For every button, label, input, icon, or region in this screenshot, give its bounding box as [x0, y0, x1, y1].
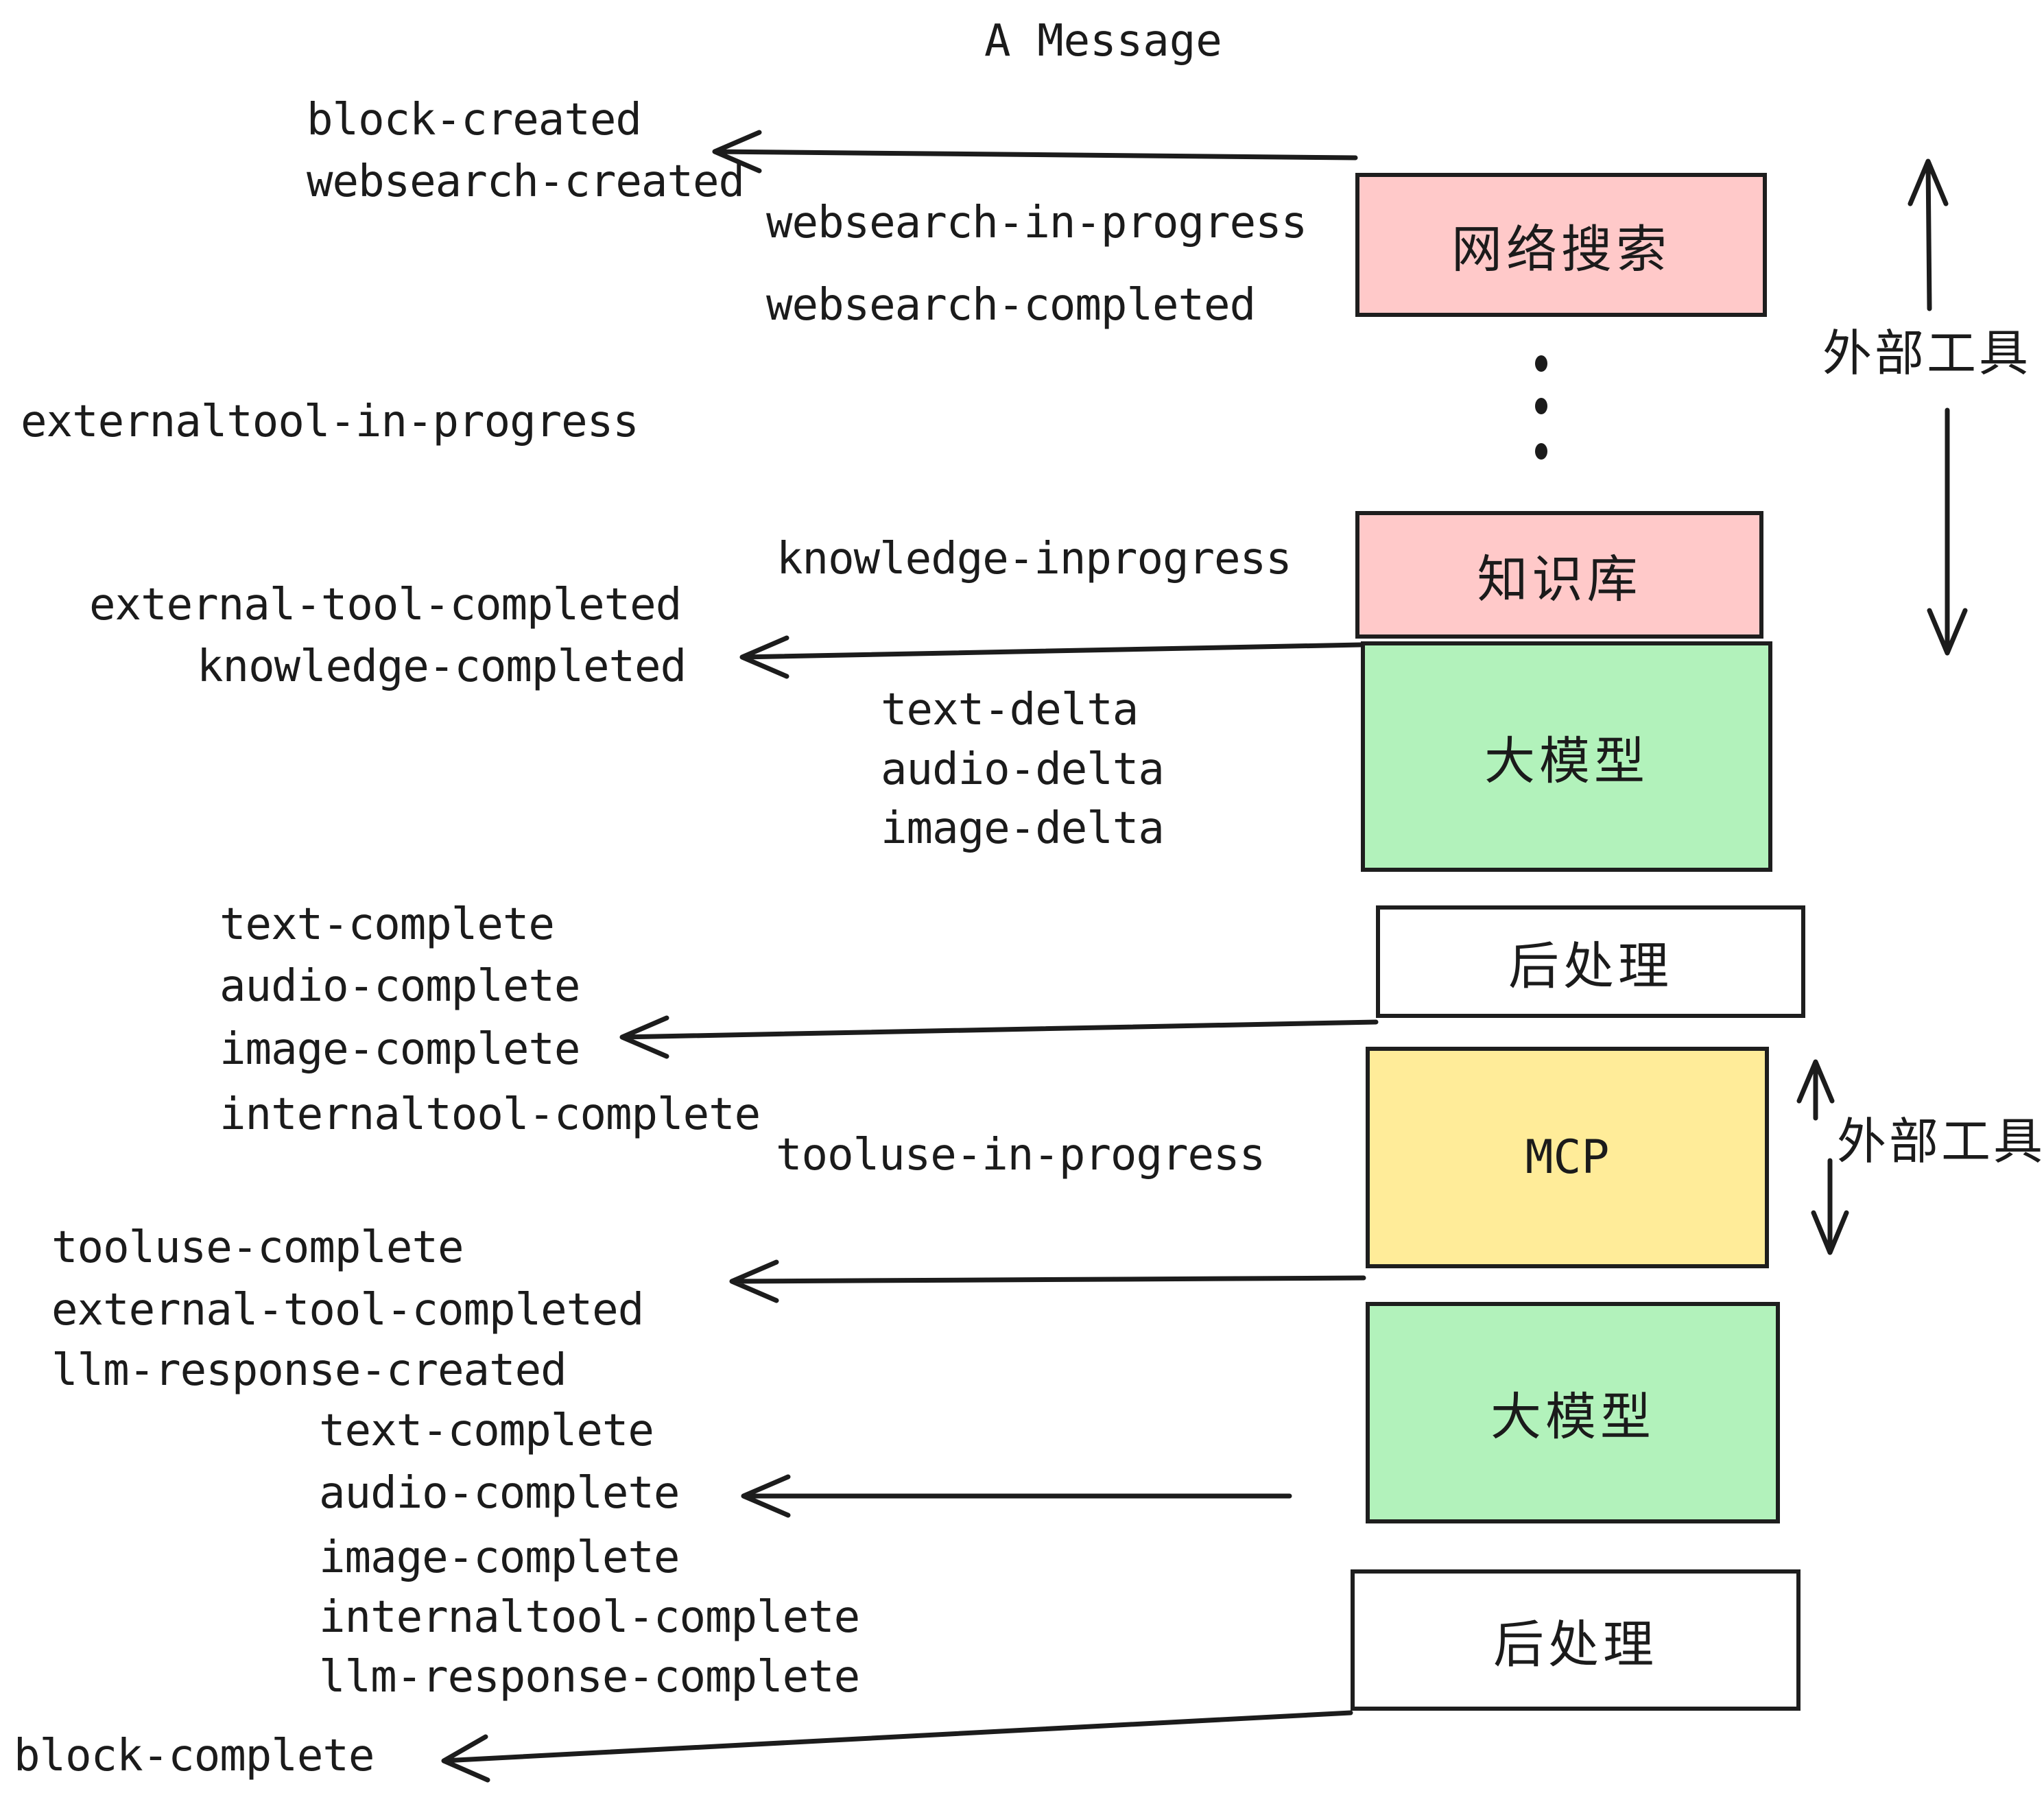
event-label-llm-response-created: llm-response-created	[51, 1345, 567, 1396]
event-label-websearch-created: websearch-created	[307, 156, 745, 207]
event-label-image-delta: image-delta	[881, 803, 1165, 854]
event-label-image-complete: image-complete	[219, 1024, 580, 1075]
event-label-text-complete-2: text-complete	[319, 1405, 654, 1456]
external-tools-up-arrow-top	[1908, 158, 1949, 311]
ellipsis-dot	[1535, 443, 1547, 460]
event-label-audio-complete: audio-complete	[219, 961, 580, 1012]
event-label-knowledge-inprogress: knowledge-inprogress	[776, 534, 1292, 584]
box-llm-2: 大模型	[1366, 1302, 1780, 1523]
box-mcp: MCP	[1366, 1047, 1769, 1268]
event-label-websearch-completed: websearch-completed	[766, 280, 1256, 331]
event-label-external-tool-completed-2: external-tool-completed	[51, 1285, 644, 1336]
event-label-websearch-in-progress: websearch-in-progress	[766, 198, 1307, 248]
arrow-to-knowledge-completed	[739, 635, 1364, 679]
event-label-image-complete-2: image-complete	[319, 1532, 680, 1583]
arrow-to-image-complete	[619, 1015, 1379, 1059]
arrow-to-tooluse-complete	[729, 1259, 1366, 1303]
event-label-externaltool-in-progress: externaltool-in-progress	[21, 396, 639, 447]
arrow-to-block-complete	[441, 1710, 1353, 1783]
external-tools-label-top: 外部工具	[1822, 327, 2032, 381]
external-tools-down-arrow-mcp	[1811, 1158, 1849, 1255]
event-label-block-created: block-created	[307, 95, 642, 145]
external-tools-up-arrow-mcp	[1796, 1059, 1835, 1121]
event-label-internaltool-complete-2: internaltool-complete	[319, 1592, 860, 1643]
box-knowledge: 知识库	[1355, 511, 1763, 639]
external-tools-label-mcp: 外部工具	[1837, 1115, 2044, 1170]
box-llm-1: 大模型	[1361, 641, 1772, 872]
box-postprocess-2: 后处理	[1351, 1569, 1801, 1711]
arrow-to-block-created	[712, 130, 1358, 174]
event-label-text-complete: text-complete	[219, 899, 555, 950]
event-label-knowledge-completed: knowledge-completed	[197, 641, 687, 692]
event-label-block-complete: block-complete	[14, 1731, 375, 1781]
event-label-llm-response-complete: llm-response-complete	[319, 1652, 860, 1702]
event-label-external-tool-completed: external-tool-completed	[89, 580, 682, 630]
box-postprocess-1: 后处理	[1376, 905, 1805, 1018]
external-tools-down-arrow-top	[1927, 407, 1968, 656]
event-label-audio-delta: audio-delta	[881, 744, 1165, 795]
event-label-tooluse-in-progress: tooluse-in-progress	[776, 1130, 1265, 1180]
ellipsis-dot	[1535, 398, 1547, 414]
box-websearch: 网络搜索	[1355, 173, 1767, 317]
arrow-to-audio-complete-2	[741, 1474, 1292, 1518]
diagram-title: A Message	[984, 16, 1222, 67]
event-label-audio-complete-2: audio-complete	[319, 1468, 680, 1519]
event-label-internaltool-complete: internaltool-complete	[219, 1089, 761, 1140]
ellipsis-dot	[1535, 355, 1547, 372]
event-label-tooluse-complete: tooluse-complete	[51, 1222, 464, 1273]
event-label-text-delta: text-delta	[881, 685, 1139, 735]
